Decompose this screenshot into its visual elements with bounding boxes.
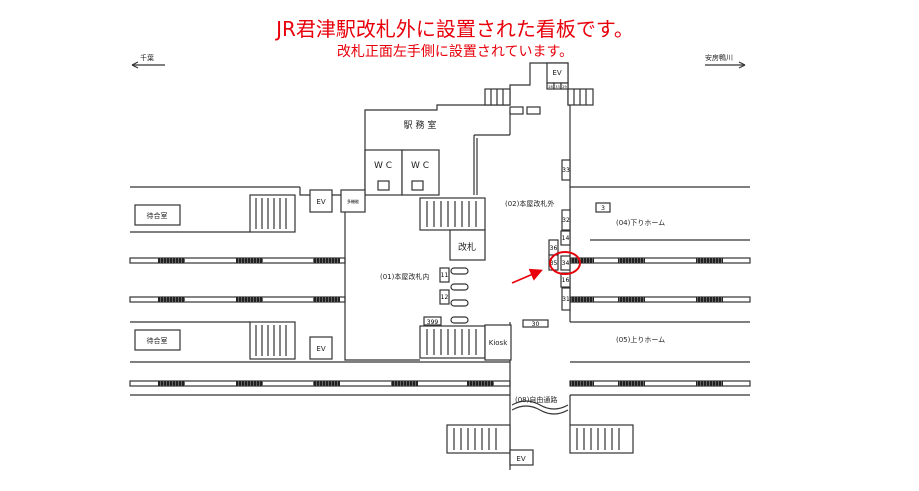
stairs-concourse-lower (419, 325, 486, 359)
ticket-gate-label: 改札 (458, 241, 476, 253)
waiting-room-lower-label: 待合室 (147, 336, 168, 345)
ev-left-lower-label: EV (316, 345, 325, 353)
wc-stairs-2 (411, 180, 424, 191)
sign-32: 32 (562, 217, 570, 224)
ev-bottom-label: EV (516, 455, 525, 463)
direction-left: 千葉 (131, 53, 165, 69)
sign-11: 11 (441, 272, 449, 279)
stairs-top-left (484, 88, 511, 106)
stairs-top-right (567, 88, 594, 106)
station-office: 駅 務 室 (404, 119, 437, 131)
area-inside-gate: (01)本屋改札内 (380, 272, 429, 281)
sign-30: 30 (532, 321, 540, 328)
multipurpose-toilet-label: 多機能 (347, 198, 359, 204)
stairs-bottom-right (569, 424, 634, 454)
area-up-platform: (05)上りホーム (616, 335, 665, 344)
area-down-platform: (04)下りホーム (616, 219, 665, 227)
highlight-circle (549, 251, 581, 275)
direction-right-label: 安房鴨川 (705, 53, 733, 62)
sign-16: 16 (562, 277, 570, 284)
highlight-arrow-icon (511, 268, 543, 284)
sign-34: 34 (562, 260, 570, 267)
direction-left-label: 千葉 (140, 53, 154, 62)
sign-3: 3 (601, 205, 605, 212)
ev-top-signs: 28 33 29 (546, 82, 569, 90)
sign-31: 31 (562, 296, 570, 303)
area-free-passage: (08)自由通路 (515, 395, 557, 404)
sign-399: 399 (427, 319, 439, 326)
window-1 (509, 106, 524, 115)
waiting-room-upper-label: 待合室 (147, 211, 168, 220)
sign-36: 36 (550, 245, 558, 252)
ev-left-upper (309, 189, 333, 213)
stairs-left-lower (249, 321, 296, 360)
sign-33: 33 (562, 167, 570, 174)
ev-top-label: EV (552, 69, 561, 77)
stairs-concourse-upper (419, 197, 486, 231)
wc-stairs-1 (377, 180, 390, 191)
sign-35: 35 (550, 260, 558, 267)
direction-right: 安房鴨川 (705, 53, 746, 69)
sign-12: 12 (441, 294, 449, 301)
station-office-label: 駅 務 室 (404, 119, 437, 131)
track-upper (129, 257, 751, 264)
sign-14: 14 (562, 235, 570, 242)
sign-ev-b: 33 (555, 85, 559, 89)
gate-machines (450, 267, 469, 324)
stairs-bottom-left (446, 424, 511, 454)
page-title: JR君津駅改札外に設置された看板です。 (274, 17, 634, 41)
waiting-room-upper (134, 204, 181, 226)
ev-left-upper-label: EV (316, 198, 325, 206)
sign-ev-c: 29 (562, 85, 566, 89)
ticket-gate (449, 229, 486, 261)
page-subtitle: 改札正面左手側に設置されています。 (337, 44, 573, 60)
kiosk (484, 324, 512, 361)
wc-label-1: W C (374, 161, 392, 171)
stairs-left-upper (249, 194, 296, 233)
sign-boxes: 33 32 14 36 35 34 16 31 30 3 11 12 399 (423, 159, 611, 328)
ev-bottom (509, 449, 534, 466)
platform-lines (130, 186, 750, 396)
wc-label-2: W C (411, 161, 429, 171)
waiting-room-lower (134, 329, 181, 351)
window-2 (526, 106, 541, 115)
sign-ev-a: 28 (548, 85, 552, 89)
area-outside-gate: (02)本屋改札外 (505, 199, 554, 208)
kiosk-label: Kiosk (489, 339, 508, 347)
multipurpose-toilet (340, 189, 366, 213)
track-lower (129, 380, 751, 387)
ev-left-lower (309, 336, 333, 360)
